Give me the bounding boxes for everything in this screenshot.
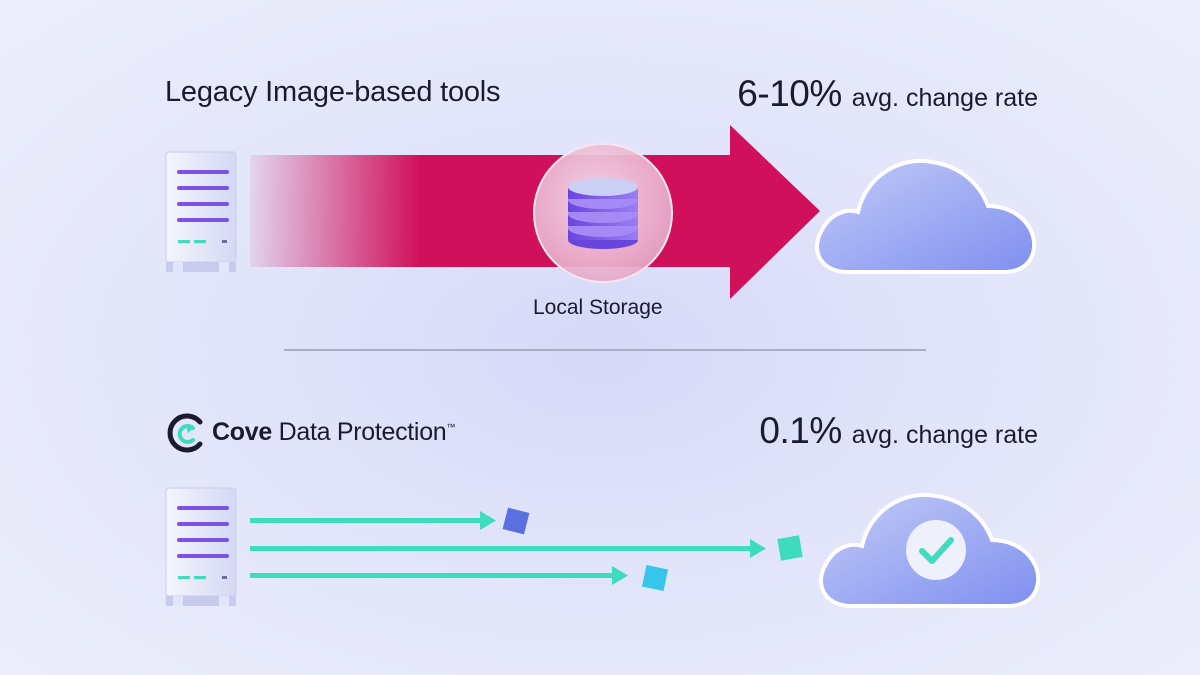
checkmark-icon bbox=[906, 520, 966, 580]
cove-brand-bold: Cove bbox=[212, 417, 272, 446]
cove-rate-value: 0.1% bbox=[759, 410, 842, 451]
section-divider bbox=[284, 349, 926, 351]
local-storage-label: Local Storage bbox=[533, 296, 663, 319]
trademark-symbol: ™ bbox=[446, 421, 456, 432]
legacy-rate-value: 6-10% bbox=[737, 73, 842, 114]
cove-change-rate: 0.1% avg. change rate bbox=[759, 410, 1038, 452]
cloud-icon bbox=[815, 159, 1037, 274]
legacy-server-icon bbox=[165, 151, 237, 272]
cove-server-icon bbox=[165, 487, 237, 606]
cove-logo-spacer bbox=[162, 412, 202, 452]
incremental-arrow-2 bbox=[250, 539, 766, 558]
data-block-icon bbox=[777, 535, 803, 561]
cove-brand-name: Cove Data Protection™ bbox=[212, 418, 455, 447]
legacy-title: Legacy Image-based tools bbox=[165, 76, 501, 108]
cloud-icon bbox=[819, 493, 1041, 608]
cove-brand: Cove Data Protection™ bbox=[162, 412, 455, 452]
cove-rate-label: avg. change rate bbox=[851, 421, 1038, 449]
incremental-arrow-3 bbox=[250, 566, 628, 585]
incremental-arrow-1 bbox=[250, 511, 496, 530]
cove-brand-rest: Data Protection bbox=[271, 417, 447, 446]
cove-logo-icon bbox=[167, 413, 203, 453]
data-block-icon bbox=[502, 507, 530, 535]
data-block-icon bbox=[641, 564, 669, 592]
legacy-rate-label: avg. change rate bbox=[851, 84, 1038, 112]
legacy-change-rate: 6-10% avg. change rate bbox=[737, 73, 1038, 115]
database-icon bbox=[533, 143, 673, 283]
